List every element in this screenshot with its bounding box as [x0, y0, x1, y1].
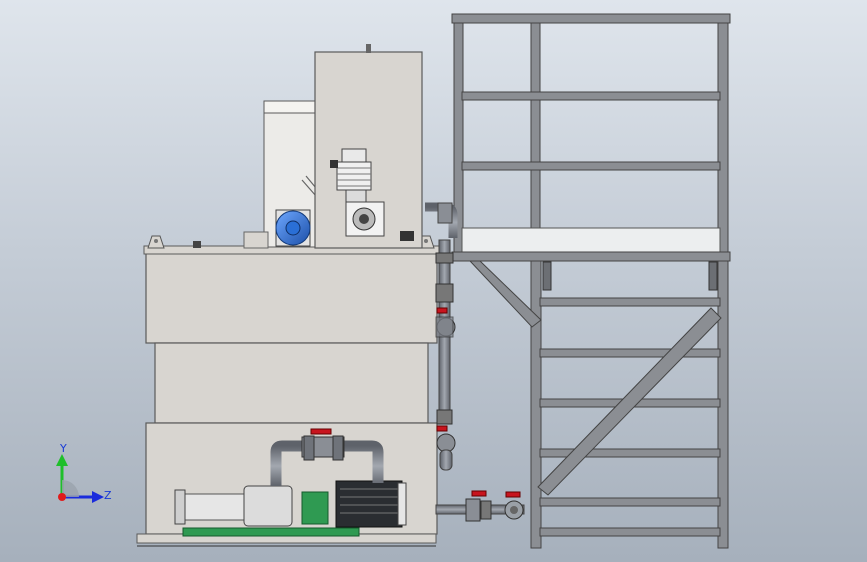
- stair-tread-5: [539, 497, 721, 507]
- outlet-flange-1: [465, 498, 481, 522]
- tank-upper-section: [145, 249, 438, 344]
- frame-post-middle-upper: [530, 13, 541, 255]
- small-fitting-black: [400, 231, 414, 241]
- tank-top-cover: [243, 231, 269, 249]
- agitator-gearbox-flange: [345, 189, 367, 203]
- pump-suction-housing: [243, 485, 293, 527]
- stair-tread-4: [539, 448, 721, 458]
- stair-stringer: [537, 307, 722, 496]
- outlet-valve-handle-2: [505, 491, 521, 498]
- platform-deck: [461, 227, 721, 253]
- vertical-piping: [400, 202, 458, 471]
- handrail-rung-2: [461, 161, 721, 171]
- z-axis-arrowhead: [92, 491, 104, 503]
- y-axis-label: Y: [59, 442, 67, 455]
- diagonal-support-brace: [468, 260, 542, 328]
- top-fitting-small: [193, 241, 201, 248]
- lifting-lug-right-hole: [424, 239, 428, 243]
- triad-origin-dot: [58, 493, 66, 501]
- platform-deck-beam: [451, 251, 731, 262]
- pipe-valve-body-2: [436, 433, 456, 453]
- triad-origin-arc: [62, 480, 79, 497]
- handrail-rung-1: [461, 91, 721, 101]
- deck-bracket-right: [708, 261, 718, 291]
- inlet-valve-flange-left: [303, 435, 315, 461]
- valve-handle-red-1: [436, 307, 448, 314]
- agitator-motor-cap: [341, 148, 367, 164]
- screw-pump-assembly: [174, 428, 407, 537]
- feeder-motor: [275, 209, 311, 247]
- pump-motor-body: [335, 480, 403, 528]
- lifting-lug-left-hole: [154, 239, 158, 243]
- pump-end-flange: [174, 489, 186, 525]
- agitator-motor: [330, 148, 385, 237]
- z-axis-label: Z: [104, 489, 112, 502]
- outlet-flange-2: [480, 500, 492, 520]
- pump-coupling-green: [301, 491, 329, 525]
- stair-tread-2: [539, 348, 721, 358]
- valve-handle-red-2: [436, 425, 448, 432]
- pipe-flange-3: [435, 316, 454, 338]
- pump-stator: [182, 493, 248, 521]
- pipe-top-coupling: [437, 202, 453, 224]
- stair-tread-1: [539, 297, 721, 307]
- platform-frame: [451, 13, 731, 549]
- outlet-valve-handle-1: [471, 490, 487, 497]
- agitator-motor-junction: [330, 160, 338, 168]
- axis-triad: Y Z: [56, 442, 112, 503]
- deck-bracket-left: [542, 261, 552, 291]
- pipe-flange-1: [435, 252, 454, 264]
- pump-motor-endcap: [397, 482, 407, 526]
- y-axis-arrowhead: [56, 454, 68, 466]
- pump-base-plate: [182, 527, 360, 537]
- agitator-motor-body: [336, 161, 372, 191]
- inlet-valve-handle: [310, 428, 332, 435]
- cabinet-top-cap: [366, 44, 371, 53]
- outlet-piping: [435, 490, 525, 522]
- pipe-flange-4: [436, 409, 453, 425]
- inlet-valve-flange-right: [332, 435, 344, 461]
- pipe-flange-2: [435, 283, 454, 303]
- stair-tread-6: [539, 527, 721, 537]
- hopper-lid: [263, 100, 317, 114]
- handrail-top: [451, 13, 731, 24]
- pipe-drop-leg: [439, 449, 453, 471]
- tank-middle-section: [154, 342, 429, 424]
- hopper-chute: [301, 175, 317, 197]
